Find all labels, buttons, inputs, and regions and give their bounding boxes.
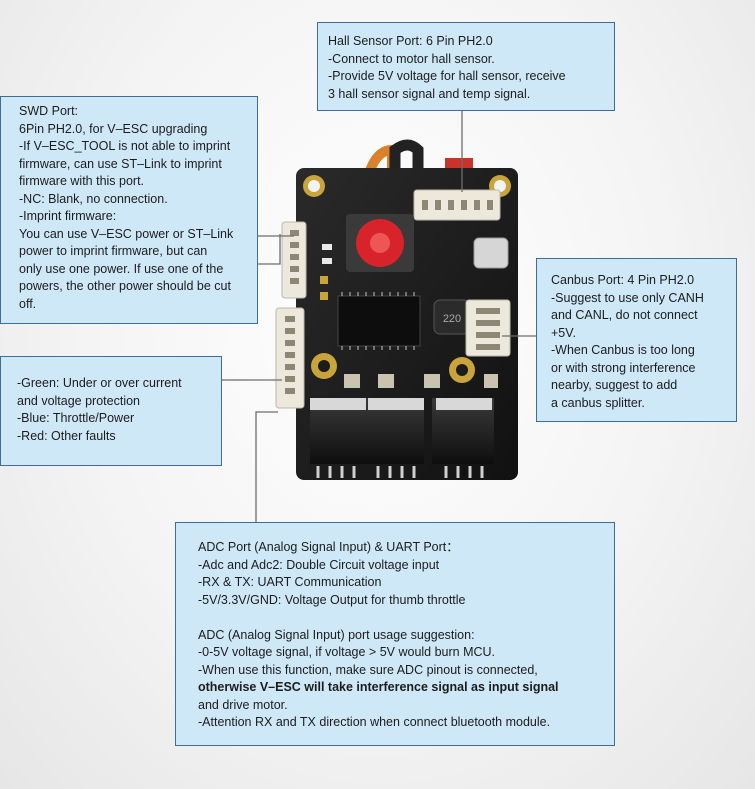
canbus-line: +5V.	[551, 325, 576, 340]
canbus-line: and CANL, do not connect	[551, 308, 698, 322]
mosfets	[310, 398, 494, 478]
swd-line: You can use V–ESC power or ST–Link	[19, 226, 234, 241]
status-leds	[320, 244, 332, 300]
adc-line: and drive motor.	[198, 697, 288, 712]
canbus-title: Canbus Port: 4 Pin PH2.0	[551, 273, 695, 287]
mcu-chip	[337, 292, 421, 350]
led-line-green: -Green: Under or over current	[17, 376, 182, 390]
adc-line: -When use this function, make sure ADC p…	[198, 662, 538, 677]
swd-line: firmware with this port.	[19, 174, 145, 188]
swd-line: 6Pin PH2.0, for V–ESC upgrading	[19, 121, 208, 136]
led-line: and voltage protection	[17, 393, 141, 408]
adc-line: -0-5V voltage signal, if voltage > 5V wo…	[198, 645, 496, 659]
leader-lines	[222, 111, 536, 522]
hall-sensor-connector	[413, 189, 501, 221]
swd-line: -Imprint firmware:	[19, 209, 117, 223]
led-line-red: -Red: Other faults	[17, 428, 116, 443]
canbus-port-callout: Canbus Port: 4 Pin PH2.0 -Suggest to use…	[536, 258, 737, 422]
led-line-blue: -Blue: Throttle/Power	[17, 411, 135, 425]
hall-line: -Provide 5V voltage for hall sensor, rec…	[328, 69, 566, 83]
usb-port	[473, 237, 509, 269]
swd-line: powers, the other power should be cut	[19, 279, 231, 293]
swd-connector	[281, 221, 307, 299]
canbus-line: or with strong interference	[551, 360, 696, 375]
inductor: 220	[433, 299, 471, 335]
canbus-line: -Suggest to use only CANH	[551, 290, 704, 305]
adc-uart-connector	[275, 307, 305, 409]
adc-line: -RX & TX: UART Communication	[198, 575, 382, 589]
gold-pads	[311, 353, 475, 383]
swd-line: power to imprint firmware, but can	[19, 244, 208, 258]
inductor-marking: 220	[443, 313, 461, 325]
swd-title: SWD Port:	[19, 104, 79, 118]
canbus-connector	[465, 299, 511, 357]
swd-line: -If V–ESC_TOOL is not able to imprint	[19, 139, 231, 153]
swd-line: only use one power. If use one of the	[19, 261, 224, 276]
canbus-line: a canbus splitter.	[551, 395, 645, 410]
adc-title: ADC Port (Analog Signal Input) & UART Po…	[198, 540, 459, 554]
swd-line: firmware, can use ST–Link to imprint	[19, 156, 222, 171]
canbus-line: -When Canbus is too long	[551, 343, 695, 357]
swd-line: -NC: Blank, no connection.	[19, 191, 168, 206]
adc-uart-callout: ADC Port (Analog Signal Input) & UART Po…	[175, 522, 615, 746]
hall-line: -Connect to motor hall sensor.	[328, 51, 495, 66]
adc-spacer	[198, 609, 608, 627]
adc-line: -Attention RX and TX direction when conn…	[198, 715, 551, 729]
hall-line: 3 hall sensor signal and temp signal.	[328, 86, 531, 101]
canbus-line: nearby, suggest to add	[551, 378, 678, 392]
adc-line: -Adc and Adc2: Double Circuit voltage in…	[198, 557, 440, 572]
red-chip	[346, 214, 414, 272]
adc-leader	[255, 411, 278, 522]
swd-port-callout: SWD Port: 6Pin PH2.0, for V–ESC upgradin…	[0, 96, 258, 324]
hall-title: Hall Sensor Port: 6 Pin PH2.0	[328, 34, 493, 48]
adc-line: -5V/3.3V/GND: Voltage Output for thumb t…	[198, 592, 466, 607]
led-status-callout: -Green: Under or over current and voltag…	[0, 356, 222, 466]
adc-warning-line: otherwise V–ESC will take interference s…	[198, 680, 559, 694]
small-components	[344, 374, 498, 388]
swd-line: off.	[19, 296, 37, 311]
swd-leader-2	[258, 234, 281, 265]
adc-subtitle: ADC (Analog Signal Input) port usage sug…	[198, 627, 475, 642]
hall-sensor-callout: Hall Sensor Port: 6 Pin PH2.0 -Connect t…	[317, 22, 615, 111]
